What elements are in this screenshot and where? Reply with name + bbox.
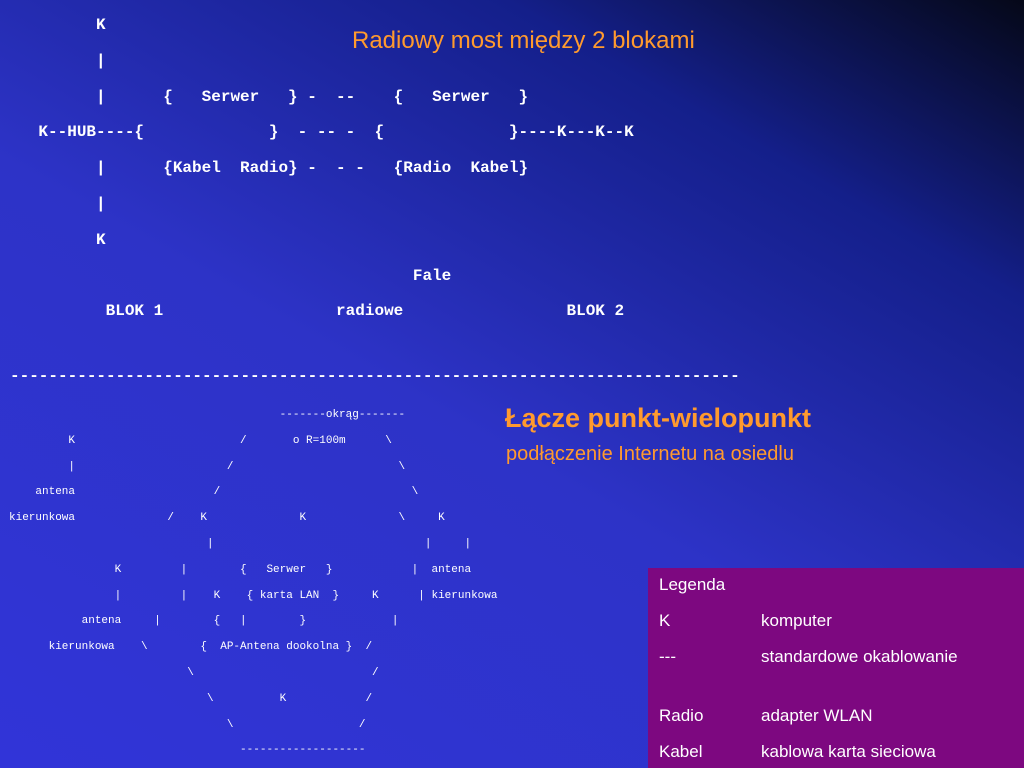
legend-term: --- (659, 647, 676, 666)
diagram-line: | (0, 51, 106, 70)
diagram-line: kierunkowa / K K \ K (9, 512, 445, 525)
legend-term: Radio (659, 706, 704, 725)
legend-desc: adapter WLAN (761, 706, 873, 725)
slide-title-radio-bridge: Radiowy most między 2 blokami (352, 27, 695, 54)
legend-desc: kablowa karta sieciowa (761, 742, 936, 761)
diagram-line: K | { Serwer } | antena (9, 563, 472, 576)
diagram-line: | | | (9, 537, 472, 550)
diagram-line: -------okrąg------- (9, 409, 406, 421)
legend-title: Legenda (659, 575, 726, 594)
diagram-line: | / \ (9, 460, 406, 473)
diagram-line: | (0, 194, 106, 213)
diagram-bridge-two-blocks: K | | { Serwer } - -- { Serwer } K--HUB-… (0, 8, 634, 330)
legend-desc: komputer (761, 611, 832, 630)
diagram-line: K (0, 230, 106, 249)
legend-box: Legenda K komputer --- standardowe okabl… (648, 568, 1024, 768)
legend-desc: standardowe okablowanie (761, 647, 958, 666)
diagram-line: Fale (0, 266, 452, 285)
diagram-line: \ / (9, 666, 379, 679)
diagram-line: kierunkowa \ { AP-Antena dookolna } / (9, 641, 373, 654)
diagram-line: \ / (9, 718, 366, 731)
diagram-line: | { Serwer } - -- { Serwer } (0, 87, 529, 106)
diagram-line: antena | { | } | (9, 615, 399, 628)
section-separator: ----------------------------------------… (10, 367, 740, 385)
diagram-line: | | K { karta LAN } K | kierunkowa (9, 589, 498, 602)
slide-subtitle: podłączenie Internetu na osiedlu (506, 443, 794, 465)
diagram-line: BLOK 1 radiowe BLOK 2 (0, 302, 625, 321)
diagram-point-multipoint: -------okrąg------- K / o R=100m \ | / \… (9, 403, 497, 764)
diagram-line: K / o R=100m \ (9, 434, 392, 447)
slide-title-point-multipoint: Łącze punkt-wielopunkt (505, 403, 812, 433)
diagram-line: K (0, 16, 106, 34)
diagram-line: \ K / (9, 692, 373, 705)
diagram-line: K--HUB----{ } - -- - { }----K---K--K (0, 123, 634, 142)
diagram-line: | {Kabel Radio} - - - {Radio Kabel} (0, 159, 529, 178)
legend-term: Kabel (659, 742, 703, 761)
diagram-line: antena / \ (9, 486, 419, 499)
diagram-line: ------------------- (9, 744, 366, 757)
legend-term: K (659, 611, 671, 630)
